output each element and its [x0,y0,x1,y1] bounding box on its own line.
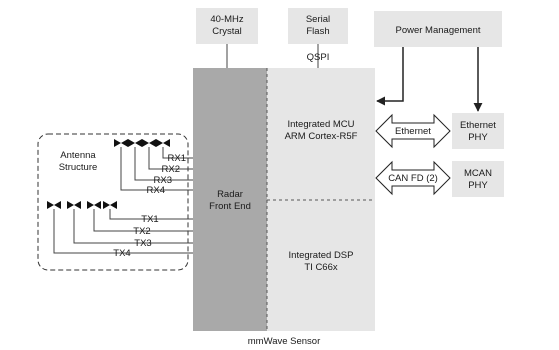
mcu-line2: ARM Cortex-R5F [285,131,358,142]
radar-front-end-block [193,68,267,331]
power-management-box [374,11,502,47]
mcan-phy-line1: MCAN [464,168,492,179]
rx4-antenna-icon [114,139,128,147]
tx1-antenna-icon [103,201,117,209]
antenna-line2: Structure [59,162,98,173]
qspi-label: QSPI [307,52,330,63]
rx1-label: RX1 [168,153,186,164]
rx2-label: RX2 [162,164,180,175]
rx4-label: RX4 [147,185,165,196]
tx4-antenna-icon [47,201,61,209]
rx2-antenna-icon [142,139,156,147]
mcan-phy-line2: PHY [468,180,488,191]
can-fd-double-arrow [375,160,451,196]
serial-flash-box [288,8,348,44]
antenna-line1: Antenna [60,150,96,161]
ethernet-double-arrow [375,113,451,149]
rx1-antenna-icon [156,139,170,147]
rfe-line2: Front End [209,201,251,212]
antenna-structure-box [37,133,189,271]
flash-line1: Serial [306,14,330,25]
tx3-label: TX3 [134,238,151,249]
rx3-antenna-icon [128,139,142,147]
crystal-box [196,8,258,44]
rx3-label: RX3 [154,175,172,186]
power-to-mcu-arrow [376,47,404,106]
ethernet-phy-box [452,113,504,149]
dsp-line1: Integrated DSP [289,250,354,261]
power-label: Power Management [395,25,480,36]
crystal-line2: Crystal [212,26,242,37]
mcu-line1: Integrated MCU [287,119,354,130]
eth-phy-line2: PHY [468,132,488,143]
crystal-line1: 40-MHz [210,14,244,25]
tx3-antenna-icon [67,201,81,209]
flash-line2: Flash [306,26,329,37]
mmwave-sensor-caption: mmWave Sensor [248,336,321,347]
mcan-phy-box [452,161,504,197]
ethernet-label: Ethernet [395,126,431,137]
eth-phy-line1: Ethernet [460,120,496,131]
tx1-label: TX1 [141,214,158,225]
tx2-label: TX2 [133,226,150,237]
can-fd-label: CAN FD (2) [388,173,438,184]
tx4-label: TX4 [113,248,130,259]
rfe-line1: Radar [217,189,243,200]
dsp-line2: TI C66x [304,262,338,273]
tx2-antenna-icon [87,201,101,209]
